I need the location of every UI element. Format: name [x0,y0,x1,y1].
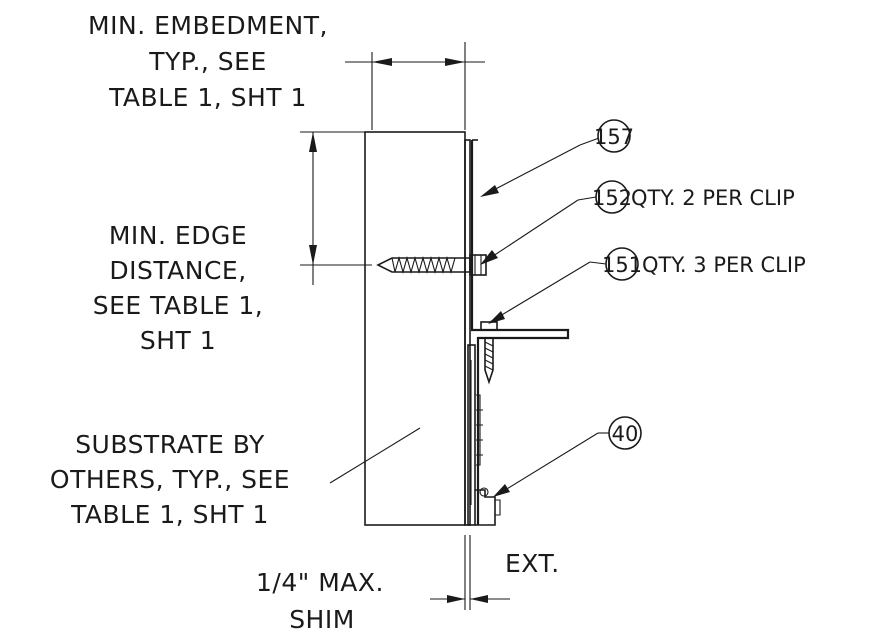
screw-152 [376,254,487,276]
edge-distance-dimension [300,131,372,285]
panel-extrusion-40 [467,344,501,526]
callout-152-id: 152 [592,186,632,210]
leader-40 [493,432,609,497]
clip-157 [470,139,570,525]
callout-151-note: QTY. 3 PER CLIP [642,253,806,277]
embedment-line-1: MIN. EMBEDMENT, [88,11,328,40]
substrate-line-2: OTHERS, TYP., SEE [50,465,290,494]
embedment-dimension [345,42,485,130]
edge-distance-line-4: SHT 1 [140,326,216,355]
callout-152-note: QTY. 2 PER CLIP [631,186,795,210]
callout-40-id: 40 [612,422,639,446]
callout-40: 40 [608,416,642,450]
leader-151 [488,261,607,324]
exterior-label: EXT. [505,549,560,578]
substrate-label: SUBSTRATE BY OTHERS, TYP., SEE TABLE 1, … [50,430,290,529]
edge-distance-line-1: MIN. EDGE [109,221,247,250]
fastener-151 [480,321,498,385]
callout-151: 151 QTY. 3 PER CLIP [602,247,806,281]
edge-distance-line-3: SEE TABLE 1, [93,291,264,320]
callout-157-id: 157 [594,125,634,149]
shim-dimension [430,535,510,610]
leader-157 [480,137,600,197]
edge-distance-line-2: DISTANCE, [109,256,246,285]
substrate-line-3: TABLE 1, SHT 1 [70,500,269,529]
callout-152: 152 QTY. 2 PER CLIP [592,180,795,214]
substrate-line-1: SUBSTRATE BY [75,430,265,459]
shim-line-1: 1/4" MAX. [256,568,384,597]
embedment-line-3: TABLE 1, SHT 1 [108,83,307,112]
leader-152 [480,196,597,265]
substrate-block [364,131,466,526]
leader-substrate [329,427,421,484]
callout-157: 157 [594,119,634,153]
shim-label: 1/4" MAX. SHIM [256,568,384,634]
embedment-line-2: TYP., SEE [148,47,267,76]
callout-151-id: 151 [602,253,642,277]
embedment-label: MIN. EMBEDMENT, TYP., SEE TABLE 1, SHT 1 [88,11,328,112]
edge-distance-label: MIN. EDGE DISTANCE, SEE TABLE 1, SHT 1 [93,221,264,355]
shim-line-2: SHIM [289,605,355,634]
